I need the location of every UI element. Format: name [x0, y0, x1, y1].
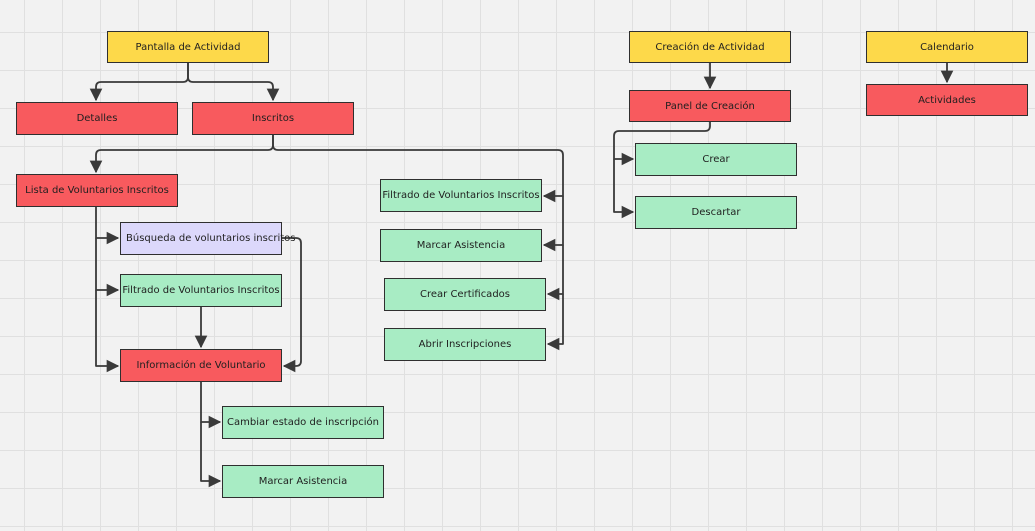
edge-busqueda-info: [282, 237, 302, 373]
node-inscritos[interactable]: Inscritos: [192, 102, 354, 135]
node-label: Abrir Inscripciones: [418, 339, 512, 350]
node-label: Información de Voluntario: [136, 360, 266, 371]
edge-panel-descartar: [613, 159, 635, 219]
node-label: Detalles: [76, 113, 118, 124]
node-actividades[interactable]: Actividades: [866, 84, 1028, 116]
edge-info-marcar-l: [200, 422, 222, 488]
node-label: Pantalla de Actividad: [135, 41, 241, 53]
node-label: Marcar Asistencia: [416, 240, 506, 251]
node-detalles[interactable]: Detalles: [16, 102, 178, 135]
edge-inscritos-lista: [89, 135, 274, 174]
edge-lista-busqueda: [95, 207, 120, 245]
edge-inscritos-certificados: [546, 245, 564, 301]
node-label: Calendario: [920, 41, 974, 53]
node-crear[interactable]: Crear: [635, 143, 797, 176]
node-label: Cambiar estado de inscripción: [227, 417, 379, 428]
node-label: Crear Certificados: [420, 289, 510, 300]
node-label: Actividades: [918, 94, 976, 106]
node-label: Búsqueda de voluntarios inscritos: [126, 233, 296, 244]
node-crear-certificados[interactable]: Crear Certificados: [384, 278, 546, 311]
edge-lista-filtrado-l: [95, 238, 120, 297]
node-creacion-de-actividad[interactable]: Creación de Actividad: [629, 31, 791, 63]
edge-pantalla-inscritos: [187, 63, 280, 102]
node-panel-de-creacion[interactable]: Panel de Creación: [629, 90, 791, 122]
node-label: Crear: [702, 154, 730, 165]
edge-inscritos-filtrado-r: [272, 135, 564, 203]
node-abrir-inscripciones[interactable]: Abrir Inscripciones: [384, 328, 546, 361]
edge-lista-info: [95, 290, 120, 373]
node-label: Descartar: [691, 207, 741, 218]
node-lista-de-voluntarios-inscritos[interactable]: Lista de Voluntarios Inscritos: [16, 174, 178, 207]
node-descartar[interactable]: Descartar: [635, 196, 797, 229]
node-label: Panel de Creación: [665, 100, 755, 112]
node-label: Filtrado de Voluntarios Inscritos: [122, 285, 280, 296]
node-filtrado-de-voluntarios-inscritos-right[interactable]: Filtrado de Voluntarios Inscritos: [380, 179, 542, 212]
node-label: Inscritos: [251, 113, 295, 124]
node-label: Marcar Asistencia: [258, 476, 348, 487]
node-label: Filtrado de Voluntarios Inscritos: [382, 190, 540, 201]
node-calendario[interactable]: Calendario: [866, 31, 1028, 63]
edge-inscritos-abrir: [546, 294, 564, 351]
node-label: Creación de Actividad: [655, 41, 765, 53]
node-informacion-de-voluntario[interactable]: Información de Voluntario: [120, 349, 282, 382]
node-filtrado-de-voluntarios-inscritos-left[interactable]: Filtrado de Voluntarios Inscritos: [120, 274, 282, 307]
node-marcar-asistencia-right[interactable]: Marcar Asistencia: [380, 229, 542, 262]
node-label: Lista de Voluntarios Inscritos: [25, 185, 169, 196]
node-pantalla-de-actividad[interactable]: Pantalla de Actividad: [107, 31, 269, 63]
node-marcar-asistencia-left[interactable]: Marcar Asistencia: [222, 465, 384, 498]
edge-info-cambiar: [200, 382, 222, 429]
node-cambiar-estado-de-inscripcion[interactable]: Cambiar estado de inscripción: [222, 406, 384, 439]
edge-inscritos-marcar-r: [542, 196, 564, 252]
edge-pantalla-detalles: [89, 63, 189, 102]
edge-panel-crear: [613, 122, 711, 166]
node-busqueda-de-voluntarios-inscritos[interactable]: Búsqueda de voluntarios inscritos: [120, 222, 295, 255]
